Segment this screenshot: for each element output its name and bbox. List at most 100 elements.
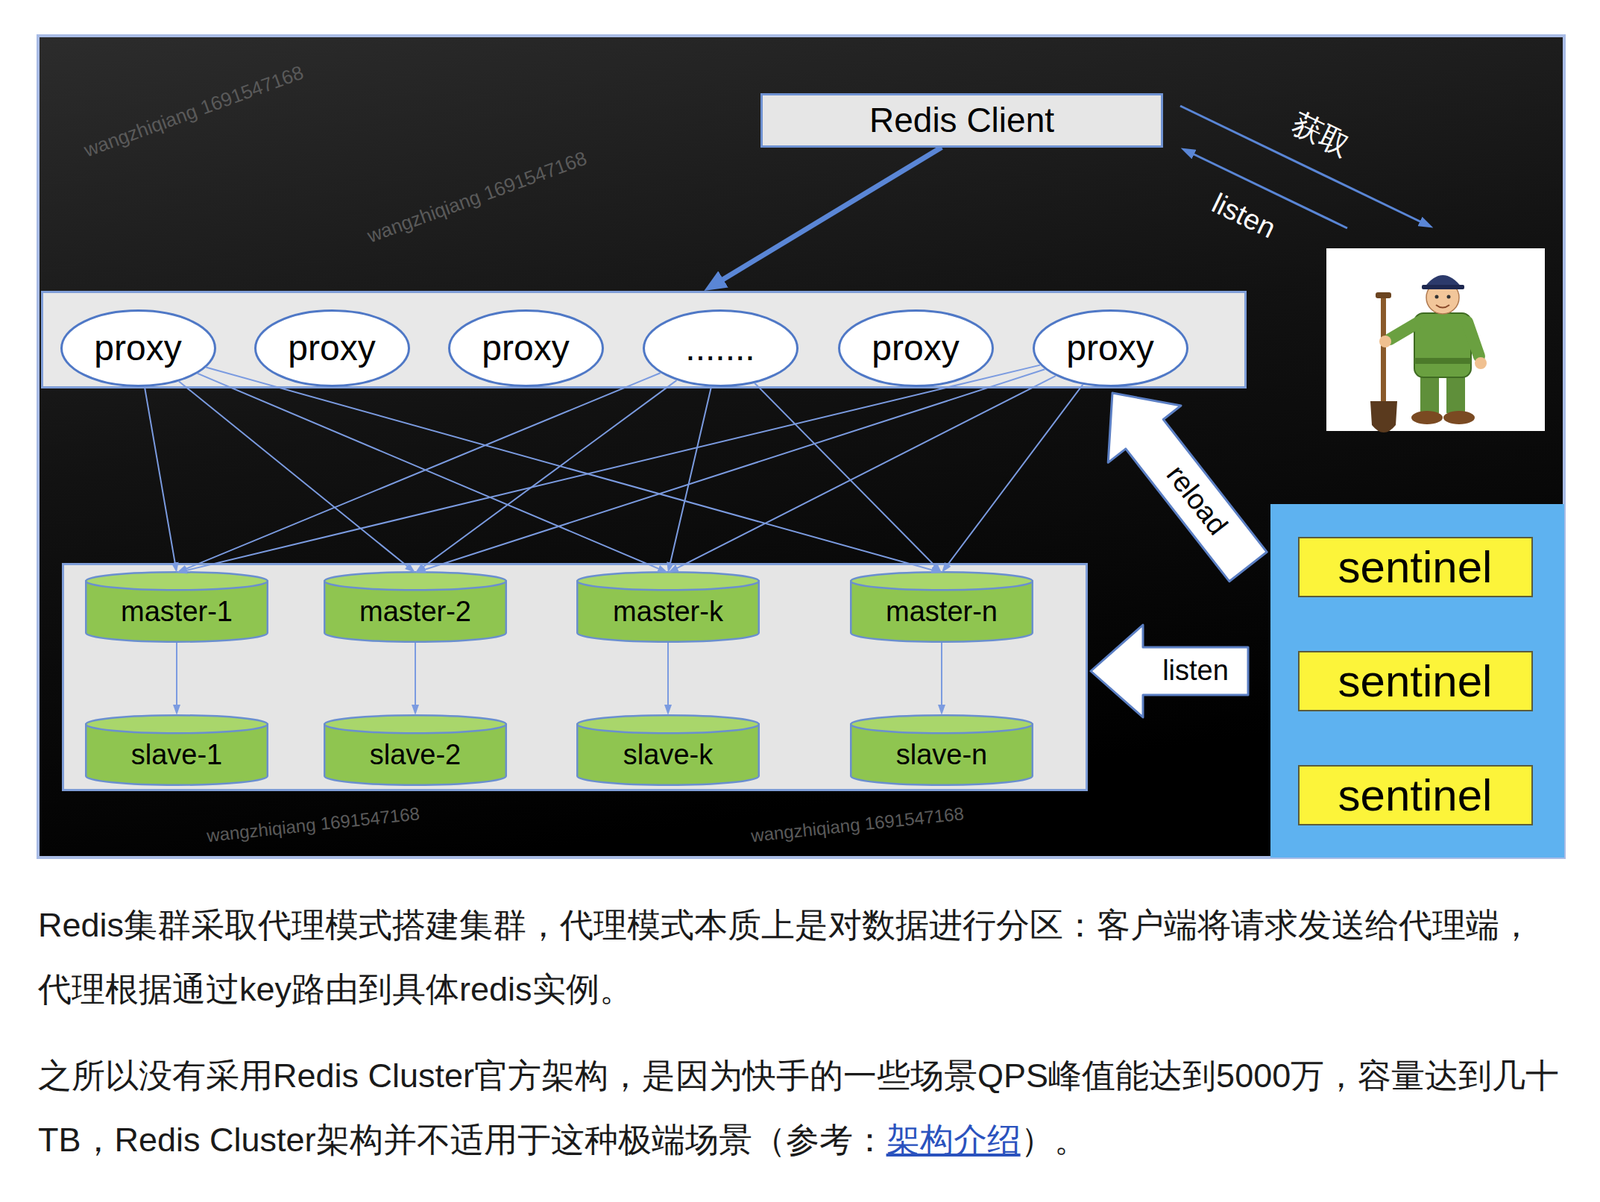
flow-label: listen <box>1207 187 1281 246</box>
client-box: Redis Client <box>760 93 1164 148</box>
route-line <box>671 375 1055 571</box>
node-text: slave-n <box>896 738 988 772</box>
cylinder-top <box>577 715 759 733</box>
proxy-ellipse: proxy <box>838 309 994 387</box>
master-db-outline <box>849 571 1034 643</box>
cylinder-top <box>324 571 507 590</box>
flow-label-holder: 获取 <box>1286 105 1356 163</box>
watermark-holder: wangzhiqiang 1691547168 <box>81 61 307 162</box>
rect-outline <box>42 292 1246 388</box>
node-text: ....... <box>685 327 755 369</box>
request-arrow <box>716 147 942 284</box>
storage-band: master-1 master-2 master-k master-n slave-1 s… <box>61 562 1088 792</box>
watermark-holder: wangzhiqiang 1691547168 <box>364 147 590 248</box>
ellipse-outline <box>448 310 603 387</box>
cylinder-top <box>85 715 268 733</box>
illustration-ground <box>1326 248 1545 431</box>
slave-db-outline <box>576 714 760 786</box>
replication-arrow <box>175 642 178 711</box>
body-text: Redis集群采取代理模式搭建集群，代理模式本质上是对数据进行分区：客户端将请求… <box>38 905 1533 1009</box>
route-line <box>205 366 938 572</box>
flow-label: 获取 <box>1286 105 1356 163</box>
master-db-outline <box>576 571 760 643</box>
proxy-ellipse-outline <box>1032 309 1189 387</box>
cylinder-top <box>85 571 268 590</box>
proxy-ellipse-outline <box>838 309 994 387</box>
slave-db: slave-n <box>849 714 1034 786</box>
sentinel-box: sentinel <box>1298 764 1533 826</box>
mouth <box>1435 304 1450 308</box>
master-db-outline <box>323 571 507 643</box>
hand <box>1379 335 1392 348</box>
block-arrow <box>1090 624 1249 718</box>
node-text: master-2 <box>359 595 472 629</box>
ellipse-outline <box>838 310 993 387</box>
slave-db: slave-2 <box>323 714 507 786</box>
node-text: proxy <box>481 327 569 369</box>
node-text: sentinel <box>1338 655 1493 707</box>
sentinel-box-outline <box>1298 536 1533 598</box>
route-line <box>419 369 1046 572</box>
route-line <box>419 380 677 570</box>
node-text: sentinel <box>1338 769 1493 821</box>
hand <box>1474 357 1487 370</box>
arrow-label-holder: listen <box>1160 654 1231 688</box>
block-arrow <box>1107 392 1267 582</box>
rect-outline <box>63 564 1088 791</box>
proxy-ellipse-outline <box>254 309 411 387</box>
slave-db: slave-k <box>576 714 760 786</box>
arrow-label: reload <box>1157 457 1235 544</box>
node-text: slave-1 <box>131 738 223 772</box>
shovel-blade <box>1370 401 1398 433</box>
paragraph: Redis集群采取代理模式搭建集群，代理模式本质上是对数据进行分区：客户端将请求… <box>38 893 1563 1022</box>
sentinel-panel-outline <box>1270 504 1565 858</box>
arm <box>1389 322 1419 340</box>
proxy-ellipse: proxy <box>254 309 411 387</box>
cap-brim <box>1421 284 1465 290</box>
node-text: proxy <box>1066 327 1154 369</box>
slave-db-outline <box>849 714 1034 786</box>
description-text: Redis集群采取代理模式搭建集群，代理模式本质上是对数据进行分区：客户端将请求… <box>38 893 1563 1173</box>
proxy-ellipse: proxy <box>60 309 217 387</box>
belt <box>1414 357 1472 364</box>
arm <box>1467 322 1480 357</box>
watermark-holder: wangzhiqiang 1691547168 <box>750 802 965 846</box>
ellipse-outline <box>1033 310 1187 387</box>
cylinder-top <box>324 715 507 733</box>
node-text: proxy <box>871 327 959 369</box>
eye <box>1435 295 1439 299</box>
node-text: proxy <box>93 327 182 369</box>
rect-outline <box>1298 765 1533 825</box>
node-text: master-n <box>885 595 998 629</box>
proxy-band-outline <box>41 290 1247 389</box>
master-db: master-k <box>576 571 760 643</box>
rect-outline <box>1298 537 1533 597</box>
shovel-handle <box>1380 296 1387 405</box>
boot <box>1443 410 1475 425</box>
watermark: wangzhiqiang 1691547168 <box>364 147 590 248</box>
proxy-ellipse: proxy <box>1032 309 1189 387</box>
shovel-grip <box>1375 292 1392 299</box>
proxy-ellipse-outline <box>448 309 604 387</box>
link-text: 架构介绍 <box>886 1120 1021 1159</box>
route-line <box>944 384 1084 569</box>
node-text: sentinel <box>1338 541 1493 593</box>
arrow-label-holder: reload <box>1157 457 1235 544</box>
cylinder-top <box>577 571 759 590</box>
ellipse-outline <box>643 310 798 387</box>
node-text: master-k <box>612 595 724 629</box>
node-text: master-1 <box>120 595 233 629</box>
proxy-band: proxy proxy proxy....... proxy proxy <box>41 290 1247 389</box>
ellipse-outline <box>254 310 409 387</box>
sentinel-box-outline <box>1298 764 1533 826</box>
sentinel-box: sentinel <box>1298 650 1533 712</box>
node-text: proxy <box>287 327 376 369</box>
sentinel-box-outline <box>1298 650 1533 712</box>
slave-db-outline <box>323 714 507 786</box>
slave-db-outline <box>84 714 269 786</box>
route-line <box>181 372 661 572</box>
master-db: master-2 <box>323 571 507 643</box>
proxy-ellipse-outline <box>642 309 799 387</box>
flow-label-holder: listen <box>1207 187 1281 246</box>
